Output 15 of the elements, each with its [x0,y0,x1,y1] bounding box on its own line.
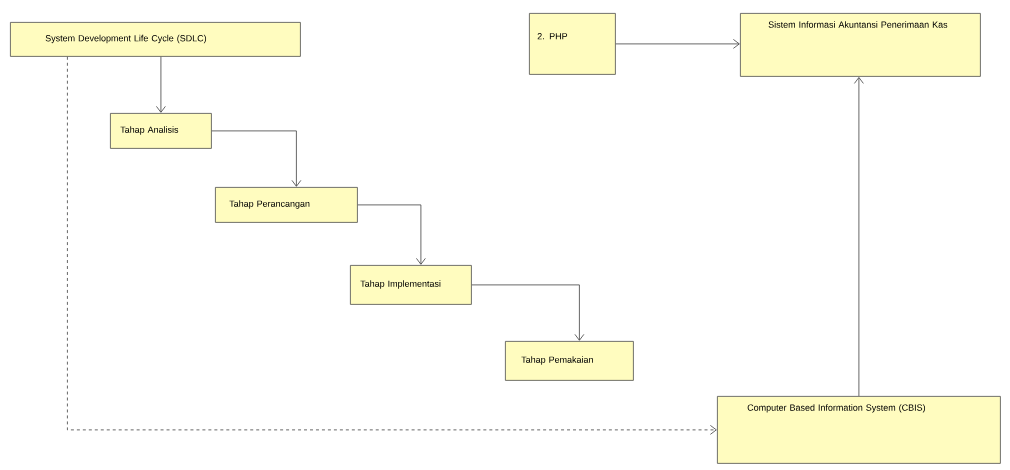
process-box: Sistem Informasi Akuntansi Penerimaan Kas [740,13,981,77]
arrow [471,284,585,341]
arrow [67,56,717,435]
process-box: Tahap Analisis [110,113,212,149]
process-box: 2. PHP [529,13,616,75]
process-box: System Development Life Cycle (SDLC) [10,22,301,57]
process-box: Tahap Pemakaian [505,341,634,381]
process-box: Tahap Perancangan [215,187,358,223]
arrow [854,77,864,397]
process-box: Tahap Implementasi [350,265,472,305]
arrow [357,204,426,265]
arrow [615,39,740,49]
arrow [156,56,166,113]
arrow [211,130,302,187]
process-box: Computer Based Information System (CBIS) [717,396,1001,464]
